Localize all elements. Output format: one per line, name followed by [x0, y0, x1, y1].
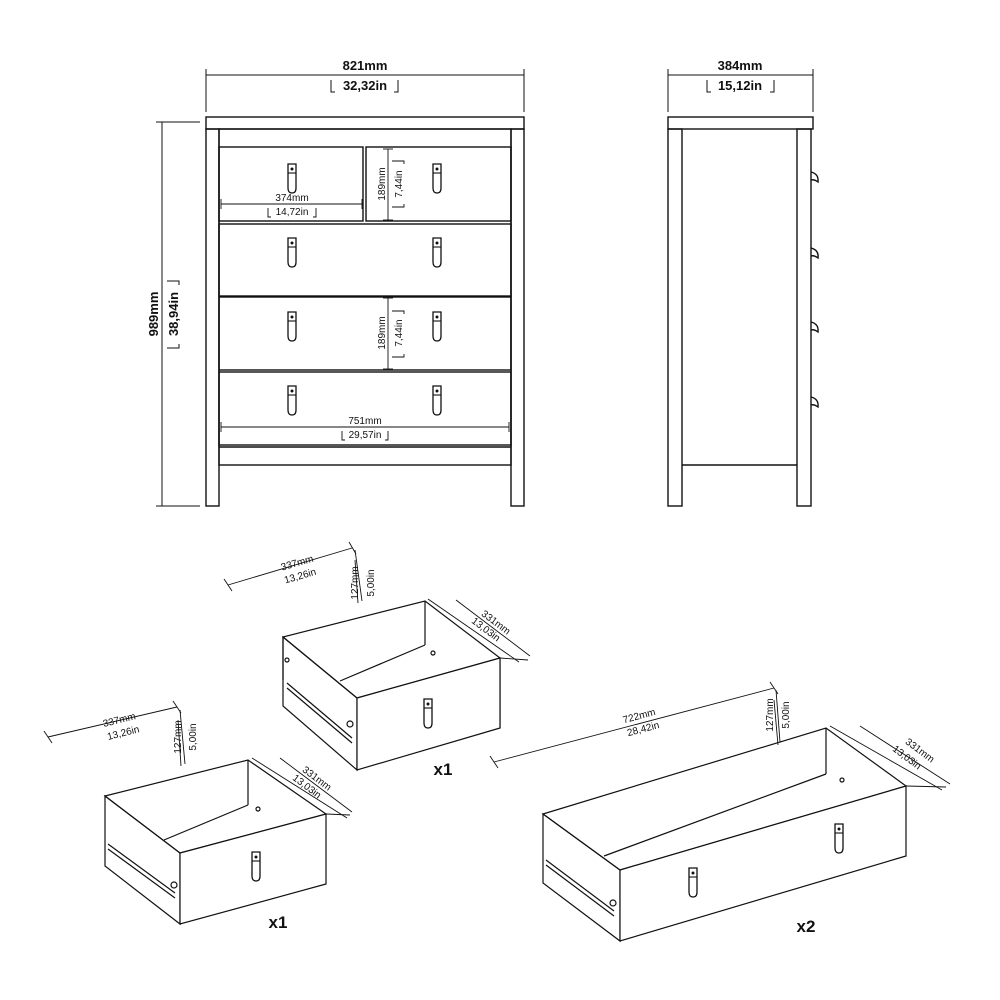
dim-mid-drawer-height — [383, 297, 405, 370]
dim-inner-width — [220, 422, 510, 441]
drawer-large-handle-left — [688, 867, 698, 898]
front-height-in: 38,94in — [166, 292, 181, 336]
side-back-leg — [667, 128, 683, 507]
small-drawer-width-in: 14,72in — [276, 207, 309, 218]
drawer-large-handle-right — [834, 823, 844, 854]
drawer-left-height-mm: 127mm — [173, 720, 184, 753]
front-view — [205, 116, 525, 507]
side-view — [667, 116, 819, 507]
drawer-row-2 — [218, 223, 512, 297]
front-height-mm: 989mm — [146, 292, 161, 337]
drawer-top-right — [365, 146, 512, 222]
drawer-center-quantity: x1 — [434, 760, 453, 779]
drawer-large-height-mm: 127mm — [765, 698, 776, 731]
dim-drawer-center — [223, 541, 531, 663]
dim-front-height — [156, 121, 200, 507]
drawer-small-left-handle — [251, 851, 261, 882]
front-top — [205, 116, 525, 130]
dim-drawer-left — [43, 700, 353, 819]
dim-top-drawer-height — [383, 148, 405, 221]
dim-drawer-large — [489, 681, 951, 791]
front-right-leg — [510, 128, 525, 507]
small-drawer-width-mm: 374mm — [275, 193, 308, 204]
drawer-small-center-handle — [423, 698, 433, 729]
drawer-small-left — [103, 759, 328, 926]
side-depth-mm: 384mm — [718, 58, 763, 73]
side-depth-in: 15,12in — [718, 78, 762, 93]
drawer-large-quantity: x2 — [797, 917, 816, 936]
top-drawer-height-mm: 189mm — [377, 167, 388, 200]
inner-width-in: 29,57in — [349, 430, 382, 441]
top-drawer-height-in: 7,44in — [394, 170, 405, 197]
drawer-center-height-mm: 127mm — [350, 566, 361, 599]
side-front-leg — [796, 128, 812, 507]
drawer-row-3 — [218, 296, 512, 371]
front-handles — [287, 163, 442, 416]
drawer-left-quantity: x1 — [269, 913, 288, 932]
side-top — [667, 116, 814, 130]
front-width-mm: 821mm — [343, 58, 388, 73]
drawer-large-height-in: 5,00in — [781, 701, 792, 728]
drawer-top-left — [218, 146, 364, 222]
drawer-left-height-in: 5,00in — [188, 723, 199, 750]
mid-drawer-height-in: 7,44in — [394, 319, 405, 346]
dim-side-depth — [667, 69, 814, 112]
dim-small-drawer-width — [220, 199, 363, 218]
mid-drawer-height-mm: 189mm — [377, 316, 388, 349]
front-left-leg — [205, 128, 220, 507]
inner-width-mm: 751mm — [348, 416, 381, 427]
dim-front-width — [205, 69, 525, 112]
drawer-large — [541, 727, 908, 943]
drawer-row-4 — [218, 371, 512, 446]
front-width-in: 32,32in — [343, 78, 387, 93]
drawer-center-height-in: 5,00in — [366, 569, 377, 596]
